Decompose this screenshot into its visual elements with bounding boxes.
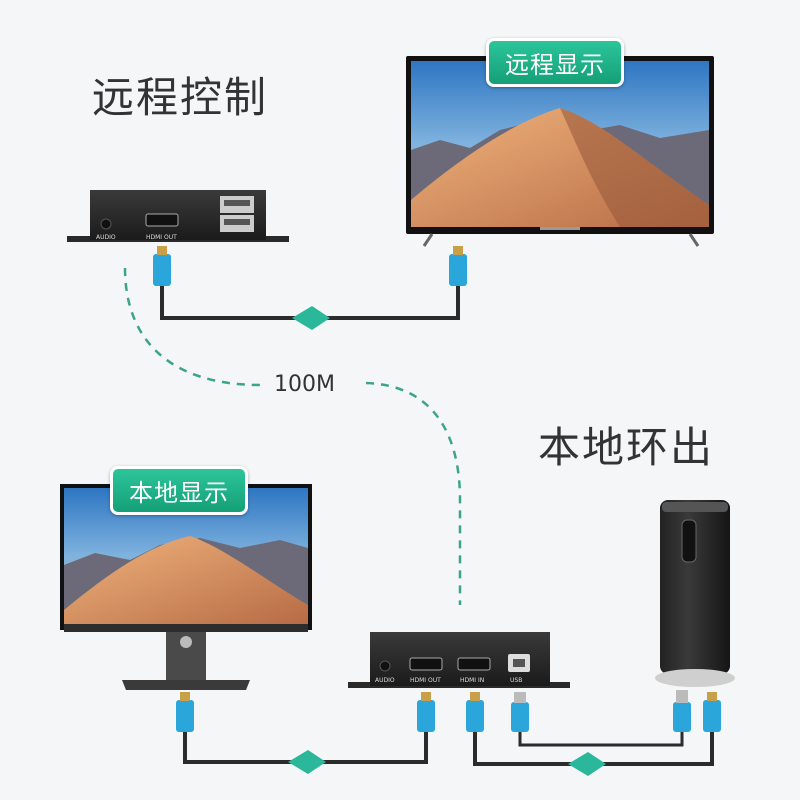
local-port-hdmi-out: HDMI OUT xyxy=(410,677,441,684)
local-port-audio: AUDIO xyxy=(375,677,395,684)
remote-signal-arrow xyxy=(292,306,330,330)
remote-port-audio: AUDIO xyxy=(96,234,116,241)
local-loopout-title: 本地环出 xyxy=(538,423,715,472)
network-link-left xyxy=(123,267,261,387)
local-display-arrow xyxy=(288,750,326,774)
remote-display-badge: 远程显示 xyxy=(486,38,624,87)
local-host-computer xyxy=(655,500,735,687)
local-monitor xyxy=(60,484,312,690)
local-transmitter-box: AUDIO HDMI OUT HDMI IN USB xyxy=(348,632,570,688)
remote-control-title: 远程控制 xyxy=(92,73,269,122)
local-input-arrow xyxy=(568,752,606,776)
link-speed-label: 100M xyxy=(274,372,335,397)
remote-hdmi-cable xyxy=(153,246,467,330)
remote-tv xyxy=(406,56,714,247)
remote-port-hdmi-out: HDMI OUT xyxy=(146,234,177,241)
local-display-badge: 本地显示 xyxy=(110,466,248,515)
local-port-hdmi-in: HDMI IN xyxy=(460,677,484,684)
local-port-usb: USB xyxy=(510,677,522,684)
remote-receiver-box: AUDIO HDMI OUT xyxy=(67,190,289,242)
local-cables xyxy=(176,690,721,776)
network-link-right xyxy=(365,381,462,605)
